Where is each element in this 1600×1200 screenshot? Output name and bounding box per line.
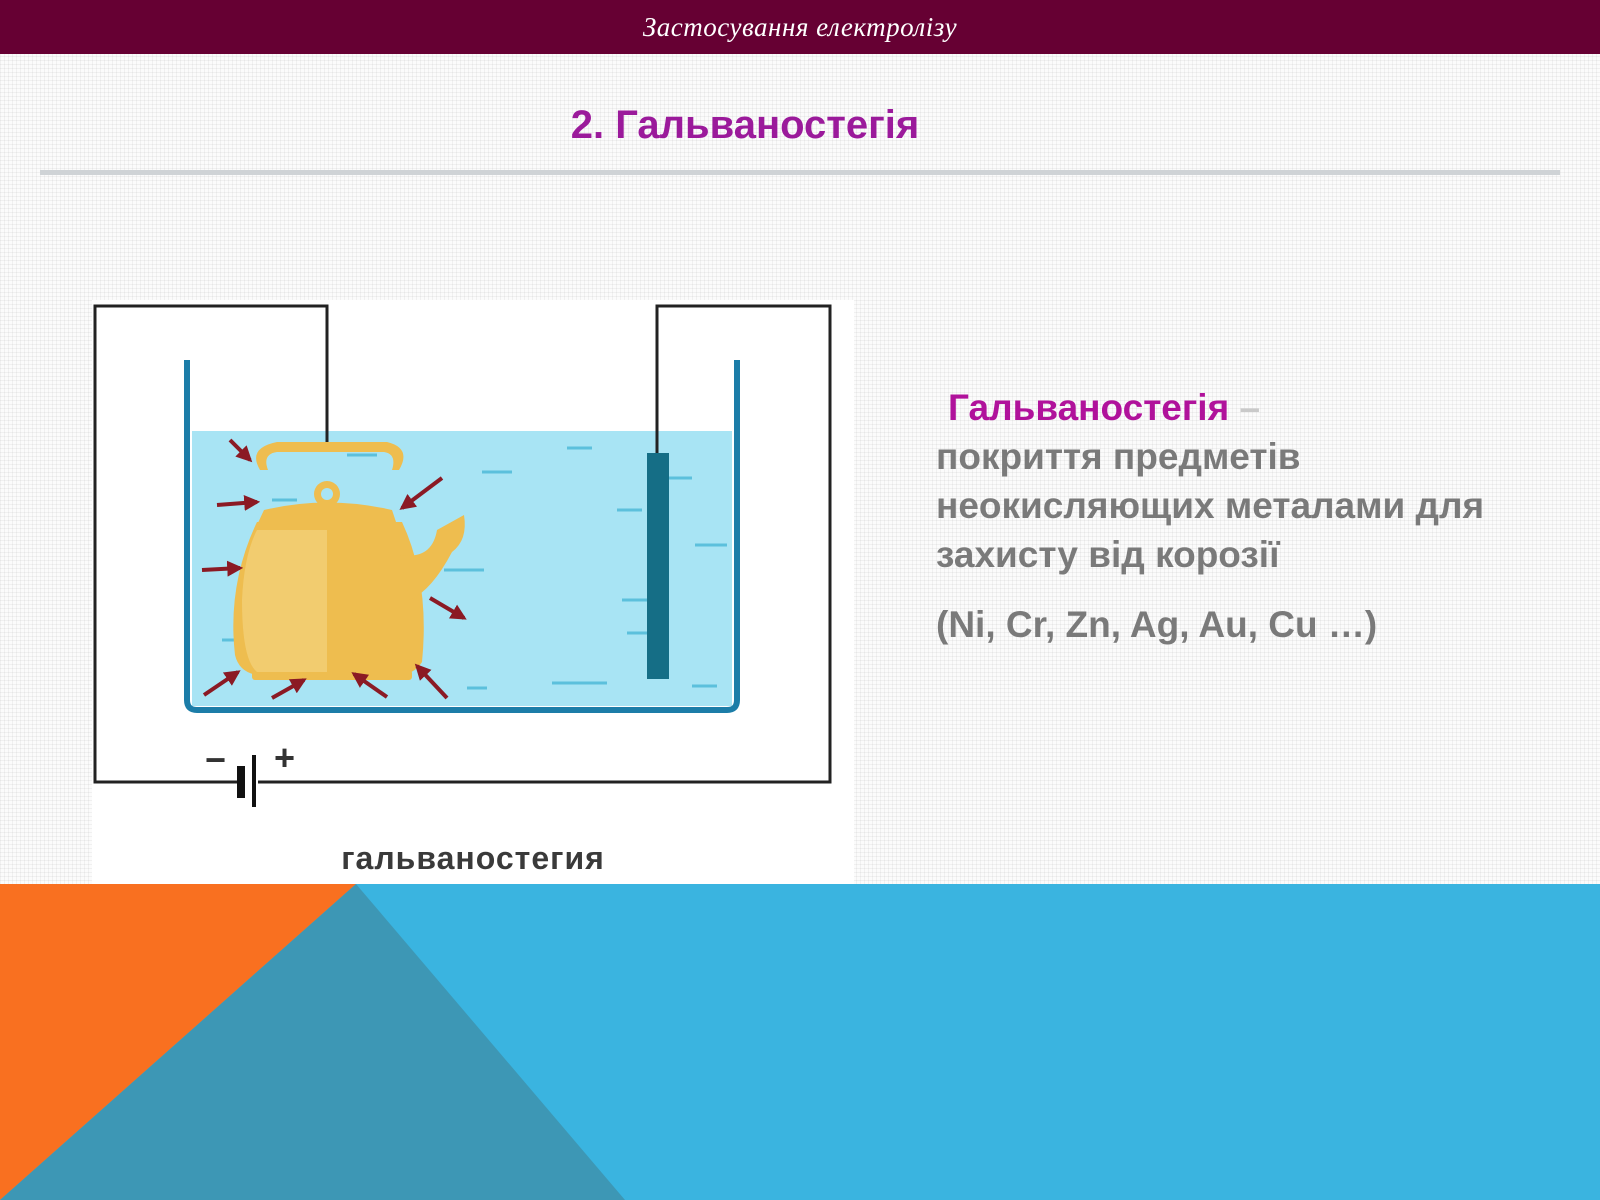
divider-line — [40, 170, 1560, 175]
beaker — [184, 360, 740, 713]
ion-arrows — [201, 438, 467, 700]
footer-teal-triangle — [0, 884, 625, 1200]
definition-dash: – — [1239, 387, 1261, 428]
definition-term: Гальваностегія — [948, 387, 1230, 428]
kettle-highlight — [242, 530, 327, 672]
negative-terminal-label: − — [205, 739, 226, 780]
electroplating-diagram: − + гальваностегия — [92, 300, 854, 884]
metals-list: (Ni, Cr, Zn, Ag, Au, Cu …) — [936, 604, 1378, 645]
definition-text: покриття предметів неокисляющих металами… — [936, 436, 1485, 575]
anode-plate — [647, 453, 669, 679]
positive-terminal-label: + — [274, 737, 295, 778]
electroplating-illustration: − + — [93, 304, 832, 807]
definition-block: Гальваностегія – покриття предметів неок… — [936, 383, 1496, 579]
slide-heading: 2. Гальваностегія — [570, 103, 920, 147]
battery-symbol — [237, 755, 256, 807]
circuit-wires — [93, 304, 832, 784]
diagram-caption: гальваностегия — [341, 840, 605, 876]
header-bar: Застосування електролізу — [0, 0, 1600, 54]
decorative-footer — [0, 884, 1600, 1200]
presentation-title: Застосування електролізу — [642, 11, 958, 42]
